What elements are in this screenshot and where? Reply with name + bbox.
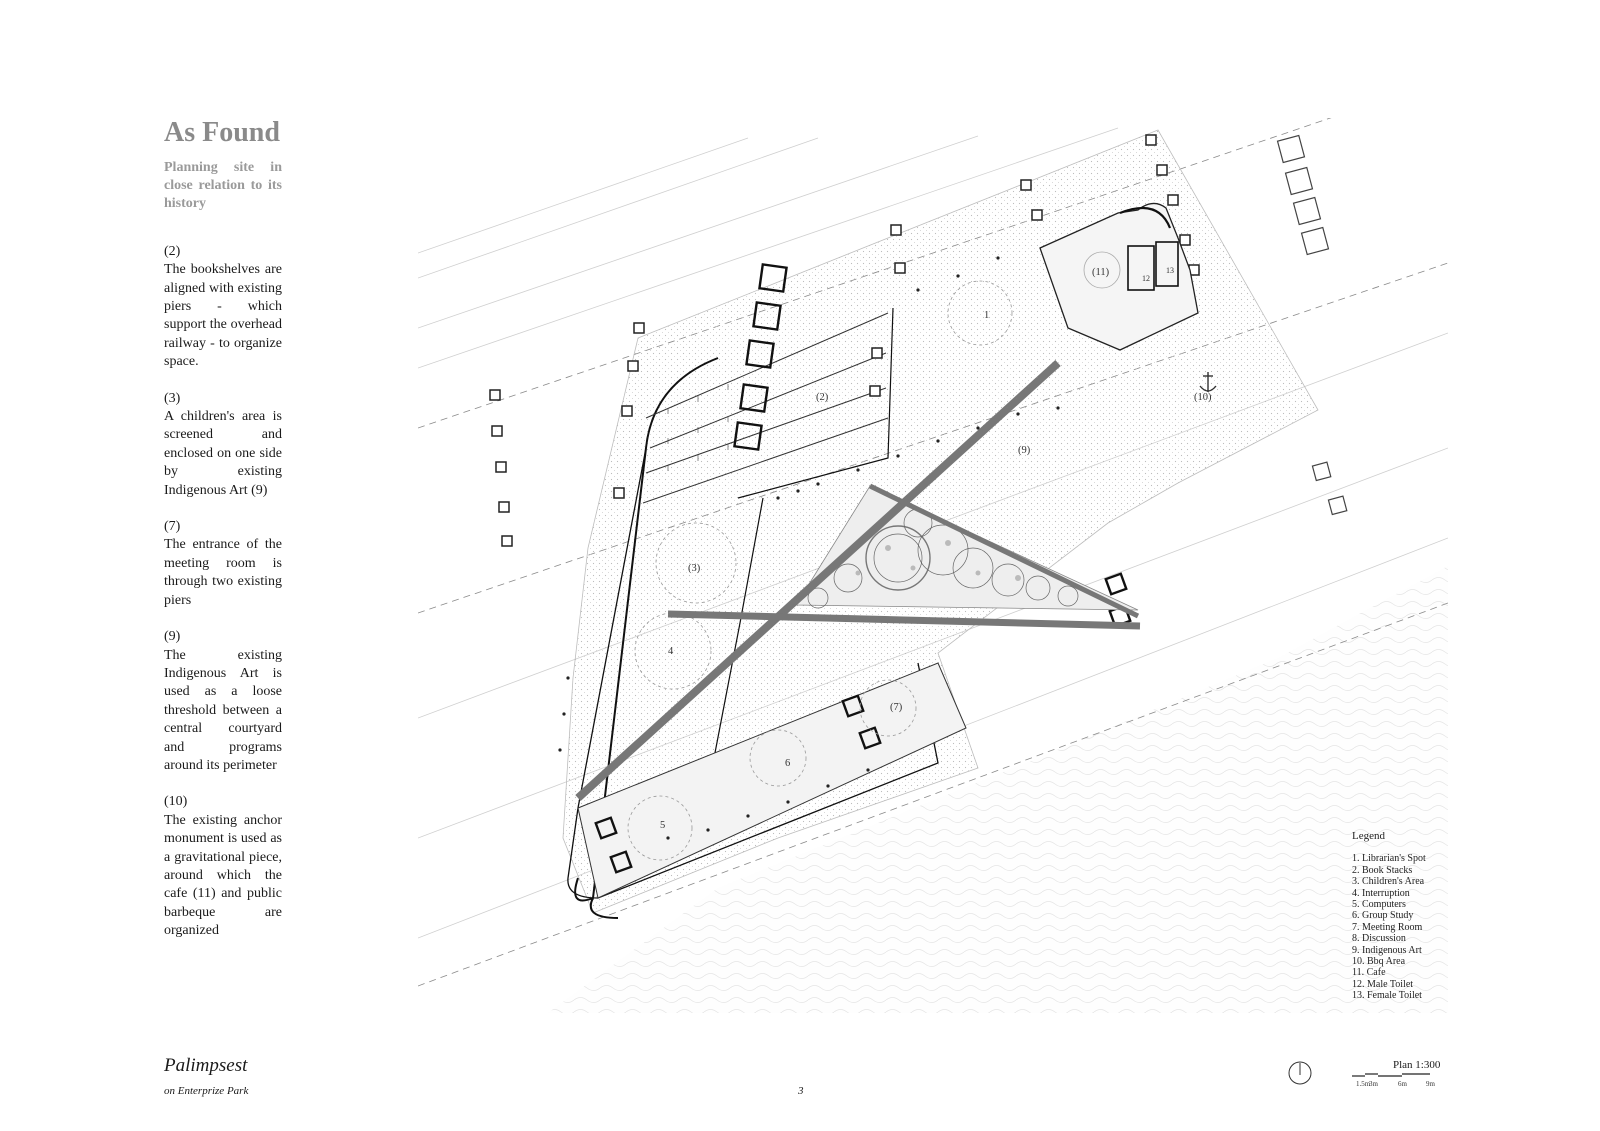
legend-item: 5. Computers bbox=[1352, 899, 1406, 911]
legend-item: 12. Male Toilet bbox=[1352, 978, 1414, 990]
book-stacks bbox=[642, 312, 889, 504]
note-number: (9) bbox=[164, 629, 181, 645]
library-outline bbox=[574, 357, 719, 919]
note-item: (7) The entrance of the meeting room is t… bbox=[164, 518, 282, 610]
label-2: (2) bbox=[816, 392, 829, 403]
project-title: Palimpsest bbox=[164, 1055, 248, 1076]
anchor-icon bbox=[1199, 372, 1217, 392]
legend-item: 8. Discussion bbox=[1352, 933, 1406, 945]
note-text: The bookshelves are aligned with existin… bbox=[164, 262, 282, 370]
north-arrow-icon bbox=[1288, 1061, 1312, 1085]
label-4: 4 bbox=[668, 646, 674, 657]
note-number: (3) bbox=[164, 390, 181, 406]
legend-item: 7. Meeting Room bbox=[1352, 921, 1423, 933]
note-text: The entrance of the meeting room is thro… bbox=[164, 537, 282, 608]
label-13: 13 bbox=[1166, 266, 1174, 275]
scale-tick: 3m bbox=[1369, 1080, 1379, 1088]
note-number: (2) bbox=[164, 243, 181, 259]
label-11: (11) bbox=[1092, 267, 1110, 278]
site-plan: 1 (2) (3) 4 5 6 (7) (9) (10) (11) 12 13 bbox=[418, 118, 1448, 1013]
label-5: 5 bbox=[660, 820, 665, 831]
project-subtitle: on Enterprize Park bbox=[164, 1085, 249, 1097]
note-text: The existing Indigenous Art is used as a… bbox=[164, 647, 282, 773]
scale-tick: 1.5m bbox=[1356, 1080, 1371, 1088]
page-number: 3 bbox=[798, 1085, 804, 1097]
label-3: (3) bbox=[688, 563, 701, 574]
legend-item: 2. Book Stacks bbox=[1352, 864, 1413, 876]
paths bbox=[575, 360, 1141, 801]
note-item: (3) A children's area is screened and enc… bbox=[164, 390, 282, 500]
label-7: (7) bbox=[890, 702, 903, 713]
note-number: (10) bbox=[164, 794, 188, 810]
small-piers bbox=[489, 134, 1348, 547]
page-title: As Found bbox=[164, 117, 280, 148]
zones bbox=[627, 280, 1013, 861]
scale-bar: 1.5m 3m 6m 9m bbox=[1352, 1073, 1436, 1088]
legend-item: 6. Group Study bbox=[1352, 910, 1414, 922]
note-number: (7) bbox=[164, 519, 181, 535]
scale-tick: 6m bbox=[1398, 1080, 1408, 1088]
page-subtitle: Planning site in close relation to its h… bbox=[164, 159, 282, 211]
label-6: 6 bbox=[785, 758, 790, 769]
label-1: 1 bbox=[984, 310, 989, 321]
legend-item: 3. Children's Area bbox=[1352, 876, 1425, 888]
legend: Legend 1. Librarian's Spot 2. Book Stack… bbox=[1352, 830, 1426, 1002]
legend-item: 10. Bbq Area bbox=[1352, 956, 1406, 968]
dots bbox=[558, 256, 1060, 840]
legend-item: 4. Interruption bbox=[1352, 887, 1410, 899]
label-10: (10) bbox=[1194, 392, 1212, 403]
scale-label: Plan 1:300 bbox=[1393, 1059, 1441, 1071]
note-text: A children's area is screened and enclos… bbox=[164, 409, 282, 498]
legend-item: 11. Cafe bbox=[1352, 967, 1386, 979]
note-item: (10) The existing anchor monument is used… bbox=[164, 793, 282, 940]
legend-item: 13. Female Toilet bbox=[1352, 990, 1422, 1002]
water-area bbox=[548, 566, 1448, 1013]
label-12: 12 bbox=[1142, 274, 1150, 283]
note-item: (9) The existing Indigenous Art is used a… bbox=[164, 628, 282, 775]
sidebar: As Found Planning site in close relation… bbox=[164, 117, 282, 959]
legend-item: 9. Indigenous Art bbox=[1352, 944, 1422, 956]
legend-title: Legend bbox=[1352, 830, 1385, 842]
legend-item: 1. Librarian's Spot bbox=[1352, 853, 1426, 865]
note-item: (2) The bookshelves are aligned with exis… bbox=[164, 243, 282, 372]
courtyard bbox=[795, 485, 1139, 611]
bookshelf-ticks bbox=[667, 384, 729, 471]
scale-tick: 9m bbox=[1426, 1080, 1436, 1088]
note-text: The existing anchor monument is used as … bbox=[164, 812, 282, 939]
label-9: (9) bbox=[1018, 445, 1031, 456]
